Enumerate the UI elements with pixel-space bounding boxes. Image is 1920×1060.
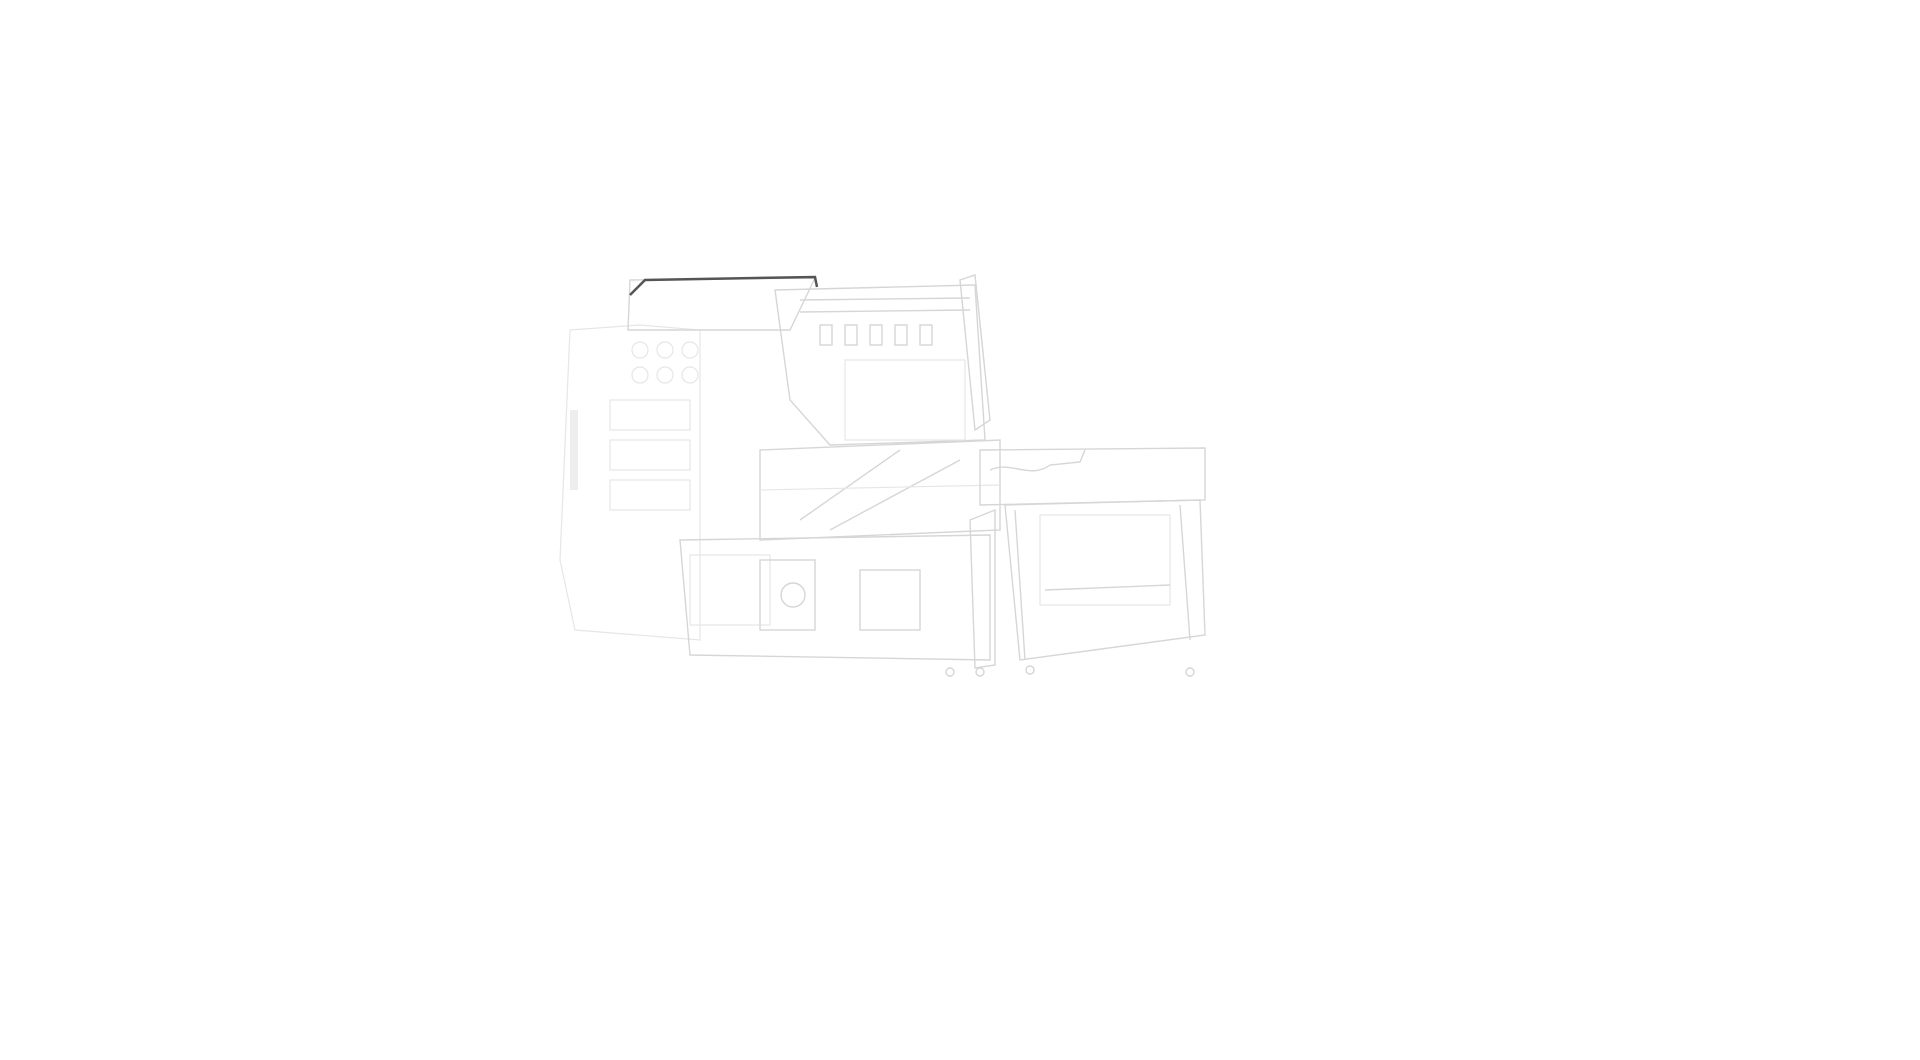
- model-central-section: [679, 439, 1001, 677]
- model-upper-frame: [774, 274, 991, 446]
- model-right-conveyor: [979, 447, 1206, 677]
- model-left-cabinet: [559, 275, 819, 641]
